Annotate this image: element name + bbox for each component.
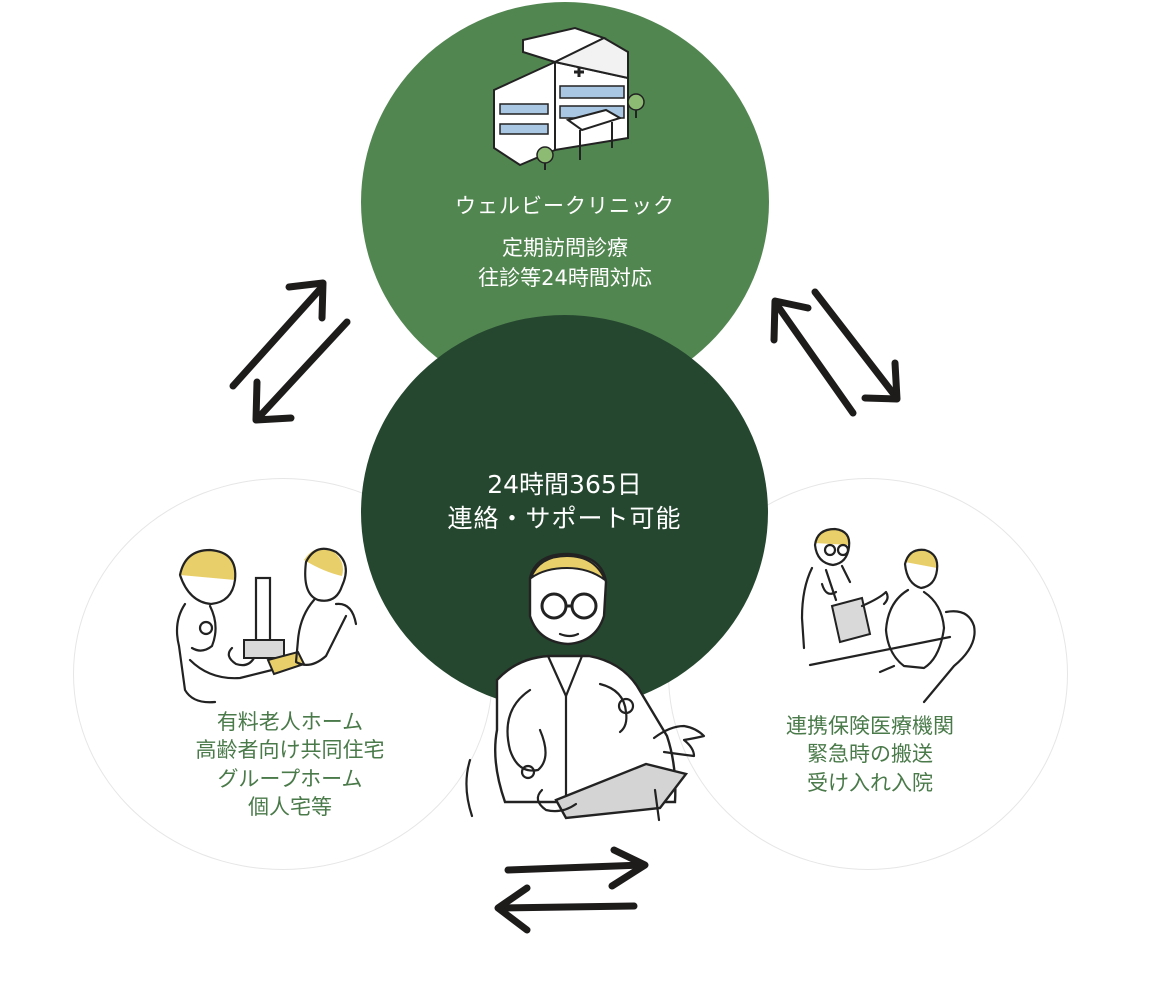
nurse-measuring-blood-pressure-icon xyxy=(175,547,358,704)
bidirectional-arrow-bottom xyxy=(494,846,649,934)
hospital-item: 緊急時の搬送 xyxy=(807,742,933,767)
facility-item: 有料老人ホーム xyxy=(216,710,364,734)
facility-item: 高齢者向け共同住宅 xyxy=(195,738,385,763)
hospital-item: 受け入れ入院 xyxy=(807,770,933,795)
doctor-consulting-patient-icon xyxy=(800,527,976,704)
clinic-service-line-2: 往診等24時間対応 xyxy=(478,266,652,290)
hospital-list: 連携保険医療機関 緊急時の搬送 受け入れ入院 xyxy=(700,712,1040,797)
support-hours: 24時間365日 xyxy=(487,470,642,499)
hospital-item: 連携保険医療機関 xyxy=(786,714,954,738)
clinic-service-line-1: 定期訪問診療 xyxy=(502,236,628,260)
facility-list: 有料老人ホーム 高齢者向け共同住宅 グループホーム 個人宅等 xyxy=(120,708,460,821)
clinic-name: ウェルビークリニック xyxy=(455,194,675,218)
facility-item: 個人宅等 xyxy=(248,795,332,820)
bidirectional-arrow-top-left xyxy=(229,279,351,424)
support-description: 連絡・サポート可能 xyxy=(447,504,682,533)
clinic-building-icon xyxy=(493,26,645,170)
doctor-with-tablet-icon xyxy=(465,552,706,822)
facility-item: グループホーム xyxy=(217,766,363,791)
bidirectional-arrow-top-right xyxy=(770,288,901,417)
